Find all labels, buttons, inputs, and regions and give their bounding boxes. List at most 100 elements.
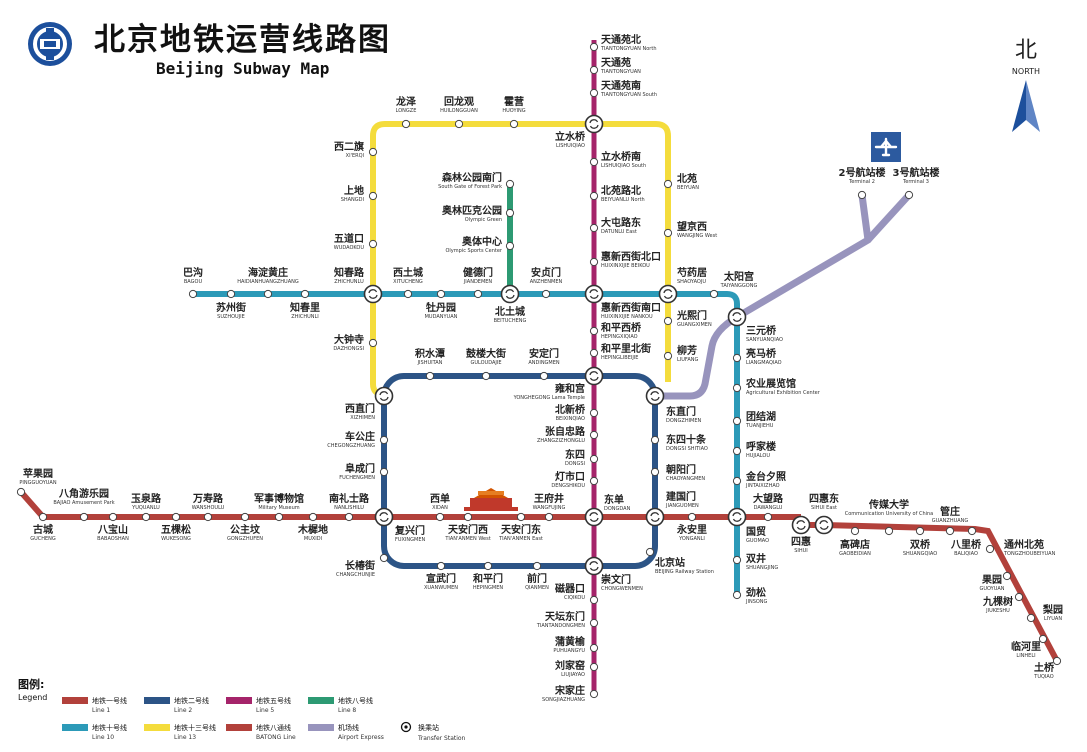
station[interactable]: 蒲黄榆PUHUANGYU xyxy=(553,635,599,654)
station[interactable]: 大望路DAWANGLU xyxy=(753,492,784,522)
station[interactable]: 安贞门ANZHENMEN xyxy=(530,266,563,299)
station[interactable]: 团结湖TUANJIEHU xyxy=(732,410,776,429)
station[interactable]: 宋家庄SONGJIAZHUANG xyxy=(542,684,599,703)
station[interactable]: 八宝山BABAOSHAN xyxy=(97,512,129,542)
station[interactable]: 安定门ANDINGMEN xyxy=(528,347,560,381)
station[interactable]: 和平门HEPINGMEN xyxy=(472,561,503,591)
station[interactable]: 北新桥BEIXINQIAO xyxy=(555,403,599,422)
station[interactable]: 呼家楼HUJIALOU xyxy=(732,440,776,459)
station[interactable]: 回龙观HUILONGGUAN xyxy=(440,95,478,129)
station[interactable]: 军事博物馆Military Museum xyxy=(254,492,304,522)
station[interactable]: 惠新西街北口HUIXINXIJIE BEIKOU xyxy=(589,250,661,269)
station[interactable]: 九棵树JIUKESHU xyxy=(982,592,1024,614)
station[interactable]: 复兴门FUXINGMEN xyxy=(374,507,426,544)
station[interactable]: 玉泉路YUQUANLU xyxy=(131,492,162,522)
station[interactable]: 果园GUOYUAN xyxy=(979,571,1012,592)
station[interactable]: 阜成门FUCHENGMEN xyxy=(339,462,389,481)
station[interactable]: 双井SHUANGJING xyxy=(732,552,778,571)
station[interactable]: 公主坟GONGZHUFEN xyxy=(227,512,263,542)
station[interactable]: 光熙门GUANGXIMEN xyxy=(663,309,712,328)
station[interactable]: 金台夕照JINTAIXIZHAO xyxy=(732,470,786,489)
station[interactable]: 东单DONGDAN xyxy=(584,493,631,527)
station[interactable]: 临河里LINHELI xyxy=(1011,634,1048,659)
station[interactable]: 大钟寺DAZHONGSI xyxy=(333,333,378,352)
station[interactable]: 霍营HUOYING xyxy=(502,95,526,129)
station[interactable]: 东直门DONGZHIMEN xyxy=(645,386,702,425)
station[interactable]: 亮马桥LIANGMAQIAO xyxy=(732,347,782,366)
station[interactable]: 北土城BEITUCHENG xyxy=(494,284,527,325)
station[interactable]: 通州北苑TONGZHOUBEIYUAN xyxy=(985,538,1056,557)
station[interactable]: 传媒大学Communication University of China xyxy=(845,498,934,536)
station[interactable]: 芍药居SHAOYAOJU xyxy=(658,266,708,304)
station[interactable]: 太阳宫TAIYANGGONG xyxy=(709,270,757,299)
station[interactable]: 天通苑南TIANTONGYUAN South xyxy=(589,79,657,98)
station[interactable]: 梨园LIYUAN xyxy=(1026,603,1063,623)
station[interactable]: 万寿路WANSHOULU xyxy=(192,492,225,522)
station[interactable]: 八角游乐园BAJIAO Amusement Park xyxy=(53,487,115,522)
station[interactable]: 古城GUCHENG xyxy=(30,512,56,542)
station[interactable]: 劲松JINSONG xyxy=(732,586,768,605)
station[interactable]: 国贸GUOMAO xyxy=(727,507,770,545)
station[interactable]: 奥林匹克公园Olympic Green xyxy=(442,204,515,223)
station[interactable]: 五道口WUDAOKOU xyxy=(334,232,378,251)
station[interactable]: 健德门JIANDEMEN xyxy=(463,266,493,299)
station[interactable]: 鼓楼大街GULOUDAJIE xyxy=(466,347,506,381)
station[interactable]: 刘家窑LIUJIAYAO xyxy=(555,659,599,678)
station[interactable]: 知春里ZHICHUNLI xyxy=(289,289,320,320)
station[interactable]: 苹果园PINGGUOYUAN xyxy=(16,467,57,497)
station[interactable]: 柳芳LIUFANG xyxy=(663,344,698,363)
station[interactable]: 牡丹园MUDANYUAN xyxy=(425,289,458,320)
station[interactable]: 前门QIANMEN xyxy=(525,561,549,591)
station[interactable]: 巴沟BAGOU xyxy=(183,266,203,299)
station[interactable]: 高碑店GAOBEIDIAN xyxy=(839,526,871,557)
station[interactable]: 东四十条DONGSI SHITIAO xyxy=(650,433,708,452)
station[interactable]: 管庄GUANZHUANG xyxy=(932,505,969,536)
station[interactable]: 海淀黄庄HAIDIANHUANGZHUANG xyxy=(237,266,299,299)
station[interactable]: 南礼士路NANLISHILU xyxy=(329,492,370,522)
station[interactable]: 木樨地MUXIDI xyxy=(297,512,328,542)
station[interactable]: 苏州街SUZHOUJIE xyxy=(216,289,246,320)
station[interactable]: 积水潭JISHUITAN xyxy=(415,347,445,381)
station[interactable]: 西二旗XI'ERQI xyxy=(334,140,378,159)
station[interactable]: 长椿街CHANGCHUNJIE xyxy=(336,553,389,578)
station[interactable]: 北京站BEIJING Railway Station xyxy=(645,547,714,575)
station[interactable]: 五棵松WUKESONG xyxy=(161,512,191,542)
station[interactable]: 北苑BEIYUAN xyxy=(663,172,699,191)
station[interactable]: 龙泽LONGZE xyxy=(395,95,416,129)
station[interactable]: 崇文门CHONGWENMEN xyxy=(584,556,644,593)
station[interactable]: 和平里北街HEPINGLIBEIJIE xyxy=(589,342,651,361)
station[interactable]: 3号航站楼Terminal 3 xyxy=(893,166,940,200)
station[interactable]: 雍和宫YONGHEGONG Lama Temple xyxy=(513,366,604,402)
station[interactable]: 立水桥LISHUIQIAO xyxy=(555,114,604,150)
station[interactable]: 灯市口DENGSHIKOU xyxy=(551,470,599,489)
station[interactable]: 宣武门XUANWUMEN xyxy=(424,561,458,591)
station[interactable]: 天坛东门TIANTANDONGMEN xyxy=(536,610,599,629)
station[interactable]: 天安门东TIAN'ANMEN East xyxy=(498,512,543,542)
station[interactable]: 西直门XIZHIMEN xyxy=(345,386,394,422)
station[interactable]: 王府井WANGFUJING xyxy=(533,492,566,522)
station[interactable]: 车公庄CHEGONGZHUANG xyxy=(327,430,389,449)
station[interactable]: 惠新西街南口HUIXINXIJIE NANKOU xyxy=(584,284,662,321)
station[interactable]: 森林公园南门South Gate of Forest Park xyxy=(438,171,515,190)
station[interactable]: 朝阳门CHAOYANGMEN xyxy=(650,463,705,482)
station[interactable]: 天通苑TIANTONGYUAN xyxy=(589,56,641,75)
station[interactable]: 建国门JIANGUOMEN xyxy=(645,490,700,527)
station[interactable]: 2号航站楼Terminal 2 xyxy=(839,166,886,200)
station[interactable]: 奥体中心Olympic Sports Center xyxy=(445,235,515,254)
station[interactable]: 东四DONGSI xyxy=(565,448,599,467)
station[interactable]: 八里桥BALIQIAO xyxy=(950,526,982,557)
station[interactable]: 四惠东SIHUI East xyxy=(809,492,839,535)
station[interactable]: 天通苑北TIANTONGYUAN North xyxy=(589,33,657,52)
station[interactable]: 天安门西TIAN'ANMEN West xyxy=(444,512,491,542)
station[interactable]: 西土城XITUCHENG xyxy=(393,266,423,299)
station[interactable]: 永安里YONGANLI xyxy=(676,512,707,542)
station[interactable]: 立水桥南LISHUIQIAO South xyxy=(589,150,646,169)
station[interactable]: 望京西WANGJING West xyxy=(663,220,717,239)
station[interactable]: 和平西桥HEPINGXIQIAO xyxy=(589,321,642,340)
station[interactable]: 土桥TUQIAO xyxy=(1033,656,1062,680)
station[interactable]: 西单XIDAN xyxy=(430,492,450,522)
station[interactable]: 双桥SHUANGQIAO xyxy=(903,526,937,557)
station[interactable]: 张自忠路ZHANGZIZHONGLU xyxy=(537,425,599,444)
station[interactable]: 上地SHANGDI xyxy=(341,184,378,203)
station[interactable]: 三元桥SANYUANQIAO xyxy=(727,307,784,344)
